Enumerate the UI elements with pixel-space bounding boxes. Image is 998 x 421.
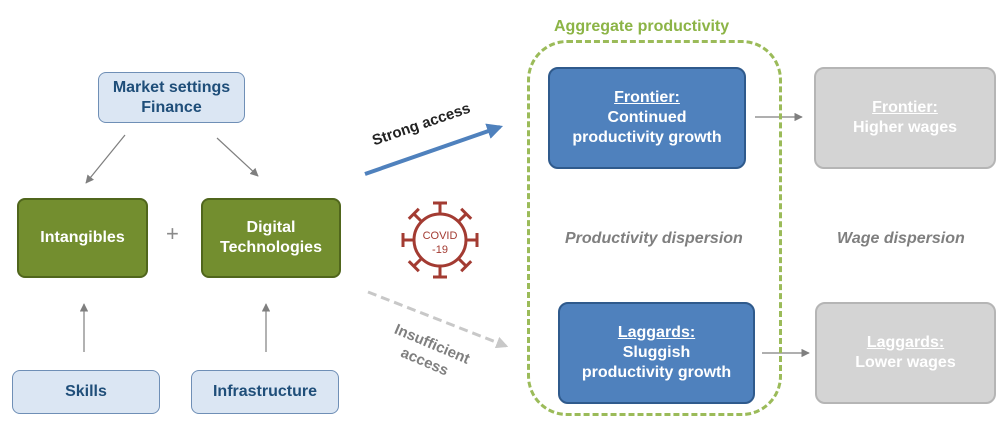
lower-wages-label: Lower wages xyxy=(855,354,956,371)
laggards-box: Laggards: Sluggish productivity growth xyxy=(558,302,755,404)
covid-label-line1: COVID xyxy=(423,230,458,242)
intangibles-box: Intangibles xyxy=(17,198,148,278)
infrastructure-label: Infrastructure xyxy=(212,383,318,400)
laggards-wage-heading: Laggards: xyxy=(866,334,945,351)
covid-label-line2: -19 xyxy=(432,244,448,256)
frontier-line2: productivity growth xyxy=(572,129,722,146)
aggregate-productivity-title: Aggregate productivity xyxy=(554,18,730,35)
digital-technologies-box: Digital Technologies xyxy=(201,198,341,278)
laggards-line2: productivity growth xyxy=(581,364,732,381)
arrow-insufficient-access xyxy=(367,290,509,349)
intangibles-label: Intangibles xyxy=(40,229,125,246)
frontier-box: Frontier: Continued productivity growth xyxy=(548,67,746,169)
skills-box: Skills xyxy=(12,370,160,414)
technologies-label: Technologies xyxy=(220,239,322,256)
arrow-strong-access xyxy=(364,123,504,176)
market-settings-label: Market settings xyxy=(112,78,231,96)
plus-sign: + xyxy=(166,221,179,246)
finance-label: Finance xyxy=(141,98,202,116)
market-settings-box: Market settings Finance xyxy=(98,72,245,123)
wage-dispersion-label: Wage dispersion xyxy=(837,230,965,247)
frontier-wage-heading: Frontier: xyxy=(872,99,938,116)
laggards-wage-box: Laggards: Lower wages xyxy=(815,302,996,404)
aggregate-productivity-frame xyxy=(527,40,782,416)
laggards-heading: Laggards: xyxy=(617,324,696,341)
frontier-wage-box: Frontier: Higher wages xyxy=(814,67,996,169)
arrow-market-to-intangibles xyxy=(85,134,126,184)
skills-label: Skills xyxy=(65,383,107,400)
digital-label: Digital xyxy=(246,219,296,236)
frontier-line1: Continued xyxy=(607,109,687,126)
covid-virus-icon xyxy=(401,201,479,279)
arrow-market-to-digital xyxy=(216,137,259,177)
higher-wages-label: Higher wages xyxy=(852,119,958,136)
frontier-heading: Frontier: xyxy=(614,89,680,106)
infrastructure-box: Infrastructure xyxy=(191,370,339,414)
laggards-line1: Sluggish xyxy=(622,344,691,361)
productivity-dispersion-label: Productivity dispersion xyxy=(565,230,743,247)
